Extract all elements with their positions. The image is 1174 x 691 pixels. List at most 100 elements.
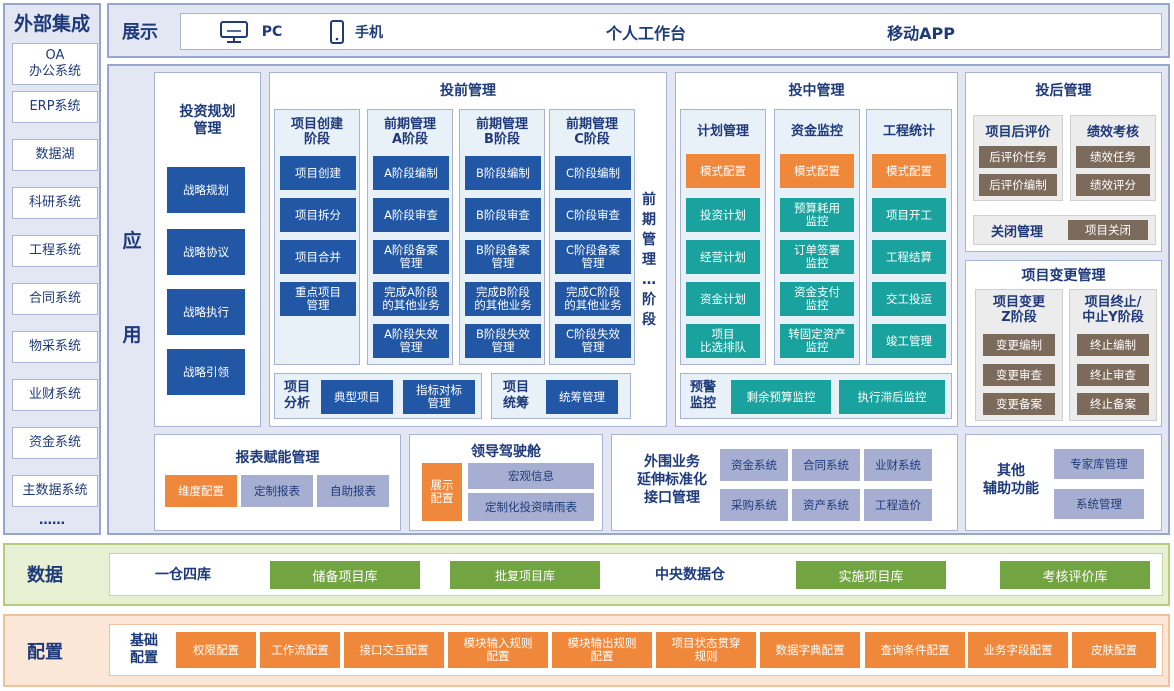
display-workbench[interactable]: 个人工作台: [605, 24, 686, 43]
mid-stage-item[interactable]: 资金支付 监控: [780, 282, 854, 316]
invest-plan-item[interactable]: 战略引领: [167, 349, 245, 395]
external-system-item[interactable]: 物采系统: [12, 331, 98, 363]
change-record-button[interactable]: 变更备案: [983, 393, 1055, 415]
external-system-item[interactable]: 业财系统: [12, 379, 98, 411]
execution-lag-button[interactable]: 执行滞后监控: [839, 380, 945, 414]
config-item[interactable]: 数据字典配置: [760, 632, 860, 668]
interface-system-item[interactable]: 合同系统: [792, 449, 860, 481]
mid-stage-item[interactable]: 模式配置: [872, 154, 946, 188]
terminate-review-button[interactable]: 终止审查: [1077, 364, 1149, 386]
dimension-config-button[interactable]: 维度配置: [165, 475, 237, 507]
invest-plan-item[interactable]: 战略协议: [167, 229, 245, 275]
interface-system-item[interactable]: 资金系统: [720, 449, 788, 481]
mid-stage-item[interactable]: 预算耗用 监控: [780, 198, 854, 232]
interface-system-item[interactable]: 资产系统: [792, 489, 860, 521]
external-system-item[interactable]: 科研系统: [12, 187, 98, 219]
interface-system-item[interactable]: 业财系统: [864, 449, 932, 481]
config-item[interactable]: 接口交互配置: [344, 632, 444, 668]
macro-info-button[interactable]: 宏观信息: [468, 463, 594, 489]
pre-stage-item[interactable]: B阶段编制: [465, 156, 541, 190]
pre-stage-item[interactable]: B阶段备案 管理: [465, 240, 541, 274]
external-system-item[interactable]: 资金系统: [12, 427, 98, 459]
config-item[interactable]: 权限配置: [176, 632, 256, 668]
invest-plan-item[interactable]: 战略规划: [167, 167, 245, 213]
mid-stage-item[interactable]: 竣工管理: [872, 324, 946, 358]
mid-stage-item[interactable]: 工程结算: [872, 240, 946, 274]
invest-plan-item[interactable]: 战略执行: [167, 289, 245, 335]
remaining-budget-button[interactable]: 剩余预算监控: [731, 380, 831, 414]
pre-stage-item[interactable]: A阶段审查: [373, 198, 449, 232]
pre-stage-item[interactable]: 项目创建: [280, 156, 356, 190]
self-service-report-button[interactable]: 自助报表: [317, 475, 389, 507]
mid-stage-item[interactable]: 经营计划: [686, 240, 760, 274]
performance-task-button[interactable]: 绩效任务: [1076, 146, 1150, 168]
mid-stage-item[interactable]: 项目 比选排队: [686, 324, 760, 358]
pre-stage-item[interactable]: A阶段备案 管理: [373, 240, 449, 274]
invest-barometer-button[interactable]: 定制化投资晴雨表: [468, 493, 594, 521]
mid-stage-item[interactable]: 转固定资产 监控: [780, 324, 854, 358]
pre-stage-item[interactable]: 项目拆分: [280, 198, 356, 232]
indicator-benchmark-button[interactable]: 指标对标 管理: [403, 380, 475, 414]
external-system-item[interactable]: 主数据系统: [12, 475, 98, 507]
pre-stage-item[interactable]: C阶段备案 管理: [555, 240, 631, 274]
reserve-project-db[interactable]: 储备项目库: [270, 561, 420, 589]
config-item[interactable]: 项目状态贯穿 规则: [656, 632, 756, 668]
mid-stage-item[interactable]: 投资计划: [686, 198, 760, 232]
mid-stage-item[interactable]: 模式配置: [780, 154, 854, 188]
external-system-item[interactable]: 合同系统: [12, 283, 98, 315]
pre-stage-item[interactable]: C阶段失效 管理: [555, 324, 631, 358]
display-app[interactable]: 移动APP: [887, 24, 955, 43]
pre-stage-item[interactable]: A阶段编制: [373, 156, 449, 190]
mid-stage-item[interactable]: 项目开工: [872, 198, 946, 232]
external-system-item[interactable]: 数据湖: [12, 139, 98, 171]
change-review-button[interactable]: 变更审查: [983, 364, 1055, 386]
display-mobile[interactable]: 手机: [355, 25, 383, 41]
performance-score-button[interactable]: 绩效评分: [1076, 174, 1150, 196]
external-system-item[interactable]: OA 办公系统: [12, 43, 98, 85]
pre-stage-item[interactable]: 完成B阶段 的其他业务: [465, 282, 541, 316]
project-close-button[interactable]: 项目关闭: [1068, 220, 1148, 240]
external-system-item[interactable]: 工程系统: [12, 235, 98, 267]
pre-stage-item[interactable]: C阶段审查: [555, 198, 631, 232]
interface-system-item[interactable]: 采购系统: [720, 489, 788, 521]
mid-stage-item[interactable]: 订单签署 监控: [780, 240, 854, 274]
config-item[interactable]: 皮肤配置: [1072, 632, 1156, 668]
overall-manage-button[interactable]: 统筹管理: [546, 380, 618, 414]
terminate-record-button[interactable]: 终止备案: [1077, 393, 1149, 415]
post-eval-task-button[interactable]: 后评价任务: [979, 146, 1057, 168]
pre-stage-item[interactable]: B阶段审查: [465, 198, 541, 232]
terminate-compile-button[interactable]: 终止编制: [1077, 334, 1149, 356]
interface-system-item[interactable]: 工程造价: [864, 489, 932, 521]
config-item[interactable]: 业务字段配置: [968, 632, 1068, 668]
pre-stage-item[interactable]: 重点项目 管理: [280, 282, 356, 316]
evaluation-db[interactable]: 考核评价库: [1000, 561, 1150, 589]
config-item[interactable]: 模块输入规则 配置: [448, 632, 548, 668]
config-item[interactable]: 工作流配置: [260, 632, 340, 668]
pre-stage-item[interactable]: 项目合并: [280, 240, 356, 274]
mid-stage-column: 资金监控模式配置预算耗用 监控订单签署 监控资金支付 监控转固定资产 监控: [774, 109, 860, 365]
system-manage-button[interactable]: 系统管理: [1054, 489, 1144, 519]
pre-stage-item[interactable]: 完成C阶段 的其他业务: [555, 282, 631, 316]
pre-stage-item[interactable]: A阶段失效 管理: [373, 324, 449, 358]
pre-stage-item[interactable]: 完成A阶段 的其他业务: [373, 282, 449, 316]
report-section: 报表赋能管理 维度配置 定制报表 自助报表: [154, 434, 401, 531]
display-config-button[interactable]: 展示 配置: [422, 463, 462, 521]
pre-stage-item[interactable]: B阶段失效 管理: [465, 324, 541, 358]
approved-project-db[interactable]: 批复项目库: [450, 561, 600, 589]
change-compile-button[interactable]: 变更编制: [983, 334, 1055, 356]
mid-stage-item[interactable]: 资金计划: [686, 282, 760, 316]
typical-project-button[interactable]: 典型项目: [321, 380, 393, 414]
mid-stage-item[interactable]: 模式配置: [686, 154, 760, 188]
post-invest-section: 投后管理 项目后评价 后评价任务 后评价编制 绩效考核 绩效任务 绩效评分 关闭…: [965, 72, 1162, 252]
config-item[interactable]: 模块输出规则 配置: [552, 632, 652, 668]
external-system-item[interactable]: ERP系统: [12, 91, 98, 123]
expert-library-button[interactable]: 专家库管理: [1054, 449, 1144, 479]
post-eval-box: 项目后评价 后评价任务 后评价编制: [973, 115, 1063, 201]
pre-stage-item[interactable]: C阶段编制: [555, 156, 631, 190]
post-eval-compile-button[interactable]: 后评价编制: [979, 174, 1057, 196]
mid-stage-item[interactable]: 交工投运: [872, 282, 946, 316]
config-item[interactable]: 查询条件配置: [865, 632, 965, 668]
implementation-project-db[interactable]: 实施项目库: [796, 561, 946, 589]
display-pc[interactable]: PC: [261, 24, 283, 40]
custom-report-button[interactable]: 定制报表: [241, 475, 313, 507]
